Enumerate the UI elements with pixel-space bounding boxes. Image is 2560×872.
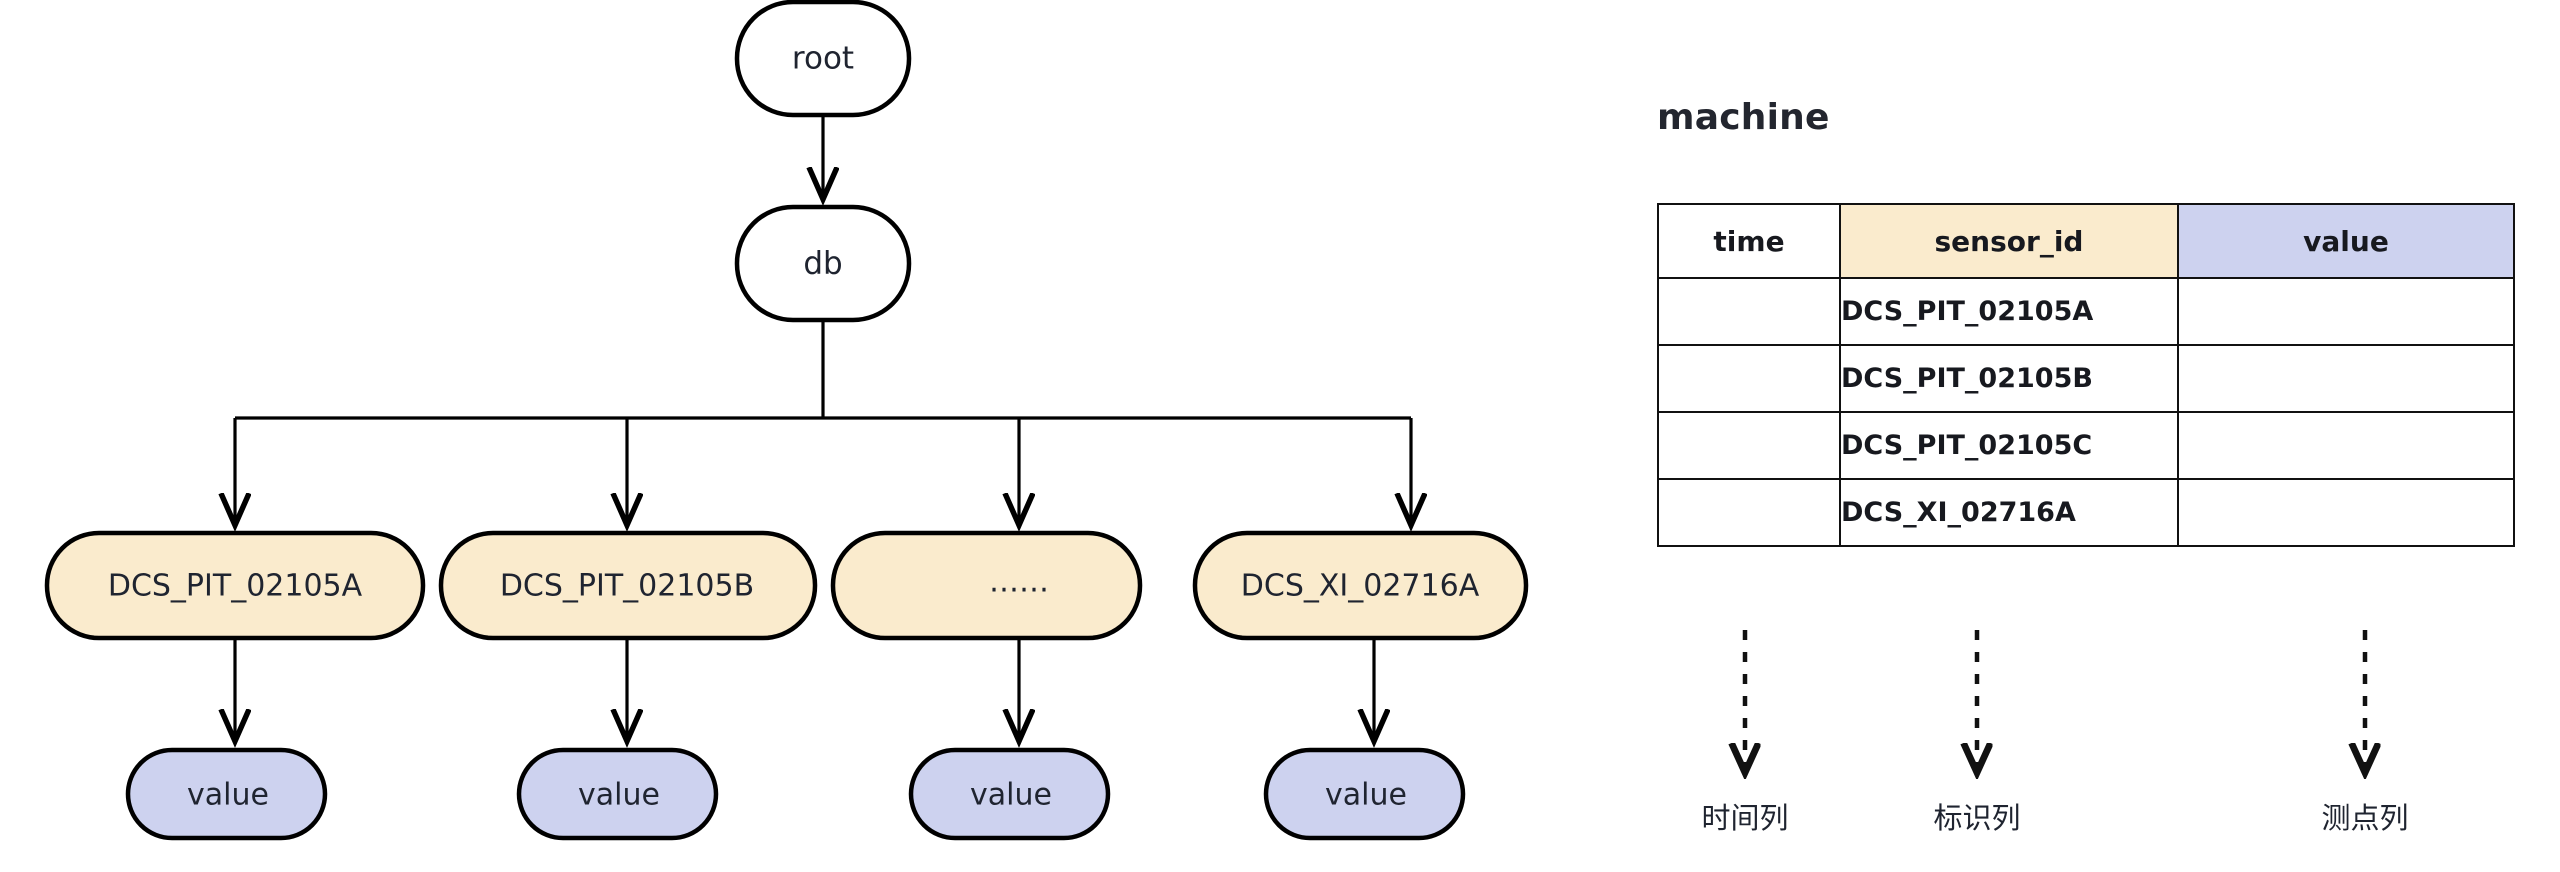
- table-row[interactable]: DCS_XI_02716A: [1657, 478, 2515, 547]
- node-sensor-1-label: DCS_PIT_02105A: [108, 569, 363, 604]
- table-row[interactable]: DCS_PIT_02105B: [1657, 344, 2515, 413]
- machine-table: time sensor_id value DCS_PIT_02105A DCS_…: [1657, 203, 2515, 547]
- cell-time: [1657, 277, 1841, 346]
- node-value-2-label: value: [578, 778, 660, 813]
- cell-sensor-id: DCS_PIT_02105B: [1839, 344, 2179, 413]
- annotation-label-value: 测点列: [2321, 801, 2409, 835]
- node-db-label: db: [803, 246, 842, 282]
- node-root-label: root: [792, 41, 854, 77]
- column-header-value[interactable]: value: [2177, 203, 2515, 279]
- node-value-3-label: value: [970, 778, 1052, 813]
- node-value-3[interactable]: [908, 747, 1111, 841]
- column-header-time[interactable]: time: [1657, 203, 1841, 279]
- node-sensor-4[interactable]: [1192, 530, 1529, 641]
- table-row[interactable]: DCS_PIT_02105C: [1657, 411, 2515, 480]
- node-value-1[interactable]: [125, 747, 328, 841]
- cell-sensor-id: DCS_XI_02716A: [1839, 478, 2179, 547]
- table-header-row: time sensor_id value: [1657, 203, 2515, 279]
- annotation-label-sensor-id: 标识列: [1933, 801, 2021, 835]
- node-root[interactable]: [734, 0, 912, 118]
- panel-title: machine: [1657, 97, 1830, 138]
- node-sensor-3-label: ……: [989, 565, 1049, 600]
- node-sensor-3[interactable]: [830, 530, 1143, 641]
- table-row[interactable]: DCS_PIT_02105A: [1657, 277, 2515, 346]
- cell-sensor-id: DCS_PIT_02105C: [1839, 411, 2179, 480]
- cell-sensor-id: DCS_PIT_02105A: [1839, 277, 2179, 346]
- node-value-4[interactable]: [1263, 747, 1466, 841]
- cell-time: [1657, 344, 1841, 413]
- cell-value: [2177, 478, 2515, 547]
- column-header-sensor-id[interactable]: sensor_id: [1839, 203, 2179, 279]
- node-sensor-1[interactable]: [44, 530, 426, 641]
- cell-time: [1657, 411, 1841, 480]
- cell-value: [2177, 411, 2515, 480]
- node-sensor-4-label: DCS_XI_02716A: [1241, 569, 1480, 604]
- cell-value: [2177, 277, 2515, 346]
- node-db[interactable]: [734, 204, 912, 323]
- annotation-label-time: 时间列: [1701, 801, 1789, 835]
- cell-value: [2177, 344, 2515, 413]
- node-sensor-2[interactable]: [438, 530, 818, 641]
- node-sensor-2-label: DCS_PIT_02105B: [500, 569, 754, 604]
- cell-time: [1657, 478, 1841, 547]
- node-value-2[interactable]: [516, 747, 719, 841]
- node-value-1-label: value: [187, 778, 269, 813]
- node-value-4-label: value: [1325, 778, 1407, 813]
